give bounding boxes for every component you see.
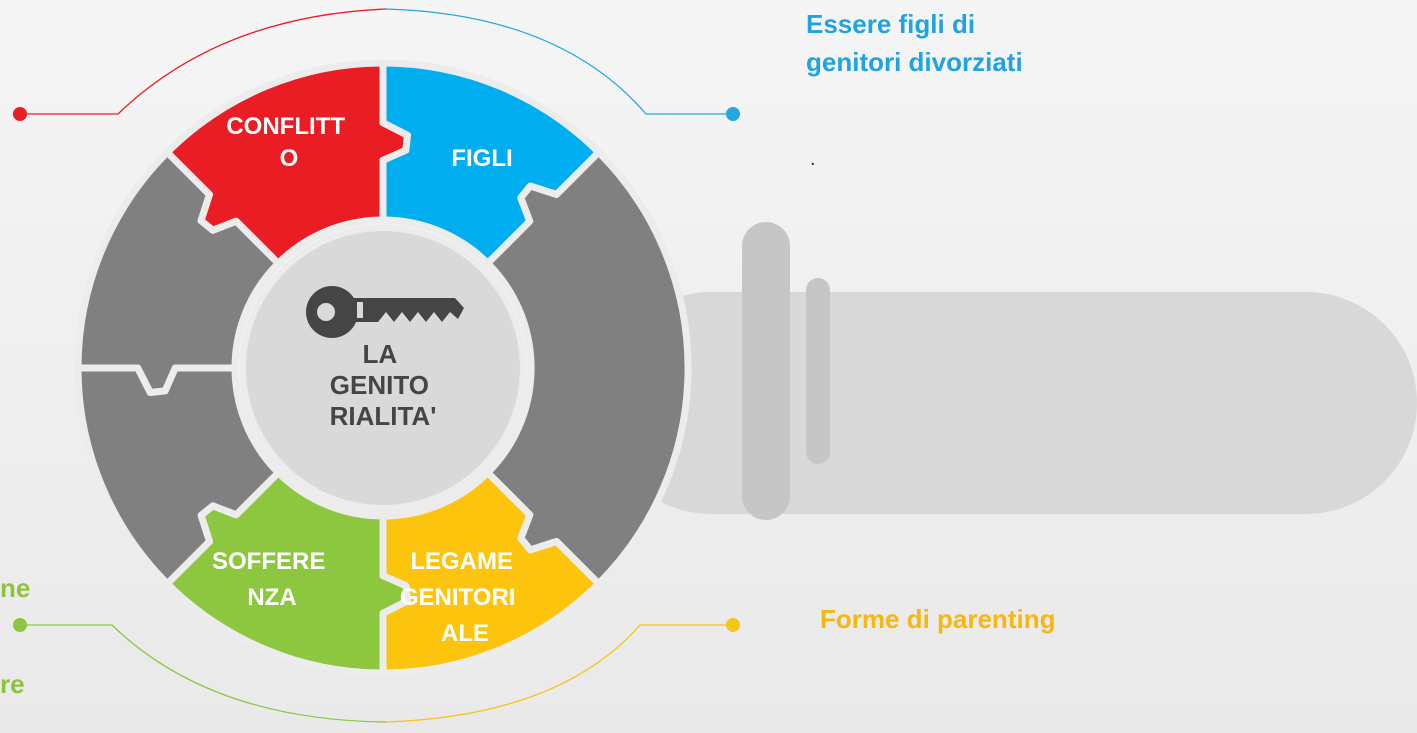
segment-label-line: CONFLITT [226, 113, 345, 140]
segment-label-line: FIGLI [451, 145, 512, 172]
green-label-partial-1: ne [0, 573, 31, 603]
key-shaft [600, 292, 1417, 514]
key-handle [600, 222, 1417, 520]
segment-sofferenza [163, 469, 411, 677]
segment-label-line: ALE [441, 620, 489, 647]
segment-label-line: LEGAME [410, 548, 513, 575]
dot-blue [726, 107, 740, 121]
segment-label-sofferenza: SOFFERE NZA [212, 548, 332, 611]
title-line: Essere figli di [806, 9, 976, 39]
ring-gray-right [484, 148, 692, 588]
ring [74, 59, 692, 677]
connector-blue [385, 8, 733, 115]
segment-label-legame: LEGAME GENITORI ALE [400, 548, 522, 647]
dot-yellow [726, 618, 740, 632]
center-label: LA GENITO RIALITA' [330, 339, 437, 431]
segment-conflitto [163, 59, 411, 267]
key-hole [317, 303, 335, 321]
ring-gray-lower-left [74, 364, 282, 588]
key-neck-gap [357, 302, 363, 318]
connectors [20, 8, 733, 723]
segment-legame [379, 469, 603, 677]
segment-label-conflitto: CONFLITT O [226, 113, 351, 172]
key-collar-inner [806, 278, 830, 464]
center-label-line: RIALITA' [330, 401, 437, 431]
center-label-line: GENITO [330, 370, 429, 400]
dot-red [13, 107, 27, 121]
segment-label-figli: FIGLI [451, 145, 512, 172]
segment-label-line: NZA [247, 584, 296, 611]
ring-gray-upper-left [74, 148, 282, 396]
connector-red [20, 8, 387, 115]
green-label-partial-2: re [0, 669, 25, 699]
segment-figli [379, 59, 603, 267]
title-line: genitori divorziati [806, 47, 1023, 77]
parenting-label: Forme di parenting [820, 604, 1056, 634]
connector-green [20, 624, 387, 723]
center-label-line: LA [363, 339, 398, 369]
placeholder-dot: . [810, 148, 816, 170]
segment-label-line: GENITORI [400, 584, 516, 611]
dot-green [13, 618, 27, 632]
segment-label-line: O [280, 145, 299, 172]
connector-yellow [385, 624, 733, 723]
title: Essere figli di genitori divorziati [806, 5, 1023, 81]
key-collar-outer [742, 222, 790, 520]
segment-label-line: SOFFERE [212, 548, 325, 575]
